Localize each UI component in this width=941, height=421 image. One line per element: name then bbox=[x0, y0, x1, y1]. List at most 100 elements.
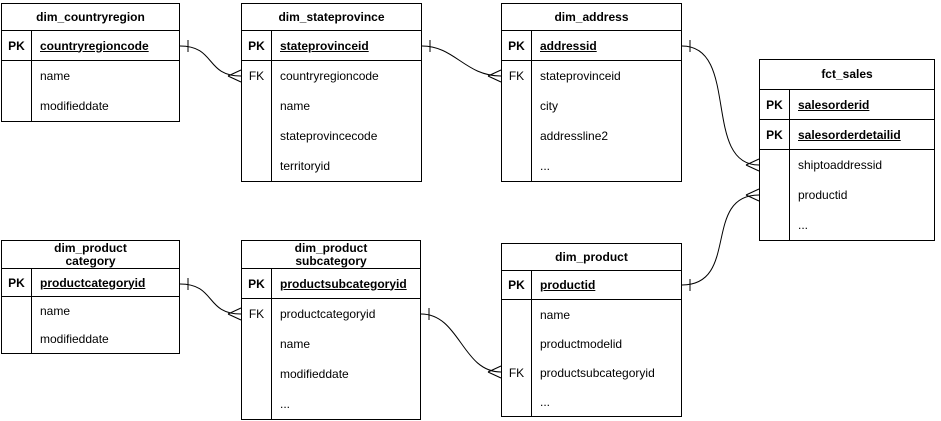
entity-field-row: ... bbox=[502, 387, 681, 416]
entity-field-row: name bbox=[502, 300, 681, 329]
key-type-label: PK bbox=[502, 31, 532, 60]
crow-foot-marker bbox=[745, 188, 760, 202]
field-name: modifieddate bbox=[40, 99, 109, 113]
entity-title: dim_product bbox=[502, 244, 681, 271]
key-type-label bbox=[502, 91, 532, 121]
entity-field-row: FK stateprovinceid bbox=[502, 61, 681, 91]
entity-field-row: modifieddate bbox=[2, 91, 179, 121]
entity-field-row: ... bbox=[242, 389, 420, 419]
entity-field-row: modifieddate bbox=[242, 359, 420, 389]
entity-title: dim_address bbox=[502, 4, 681, 31]
field-name: stateprovinceid bbox=[280, 38, 369, 53]
edge-path bbox=[179, 283, 242, 315]
field-name: shiptoaddressid bbox=[798, 158, 883, 172]
crow-foot-marker bbox=[487, 69, 502, 83]
entity-field-row: name bbox=[2, 61, 179, 91]
entity-title: dim_product subcategory bbox=[242, 241, 420, 269]
edge-productcategory-productsubcategory bbox=[179, 278, 242, 321]
field-name: countryregioncode bbox=[40, 38, 149, 53]
key-type-label bbox=[242, 359, 272, 389]
edge-countryregion-stateprovince bbox=[179, 40, 242, 83]
field-name: city bbox=[540, 99, 558, 113]
field-name: productid bbox=[540, 278, 596, 292]
field-name: addressline2 bbox=[540, 129, 609, 143]
field-name: ... bbox=[540, 394, 551, 409]
field-name: modifieddate bbox=[280, 367, 349, 381]
crow-foot-marker bbox=[745, 158, 760, 172]
key-type-label bbox=[760, 180, 790, 210]
key-type-label: PK bbox=[760, 90, 790, 119]
key-type-label: PK bbox=[242, 269, 272, 298]
field-name: modifieddate bbox=[40, 332, 109, 346]
key-type-label bbox=[2, 91, 32, 121]
key-type-label: PK bbox=[760, 120, 790, 149]
field-name: name bbox=[40, 69, 71, 83]
key-type-label: FK bbox=[242, 61, 272, 91]
key-type-label bbox=[242, 389, 272, 419]
key-type-label bbox=[760, 150, 790, 180]
crow-foot-marker bbox=[227, 69, 242, 83]
entity-title: fct_sales bbox=[760, 60, 934, 90]
edge-path bbox=[421, 45, 502, 77]
edge-path bbox=[681, 45, 760, 166]
entity-field-row: name bbox=[242, 329, 420, 359]
entity-field-row: addressline2 bbox=[502, 121, 681, 151]
key-type-label: FK bbox=[502, 61, 532, 91]
key-type-label bbox=[242, 329, 272, 359]
field-name: stateprovinceid bbox=[540, 69, 621, 83]
edge-path bbox=[420, 313, 502, 373]
entity-field-row: stateprovincecode bbox=[242, 121, 421, 151]
entity-title: dim_countryregion bbox=[2, 4, 179, 31]
key-type-label bbox=[760, 210, 790, 240]
entity-title: dim_stateprovince bbox=[242, 4, 421, 31]
entity-field-row: PK salesorderid bbox=[760, 90, 934, 120]
entity-field-row: ... bbox=[502, 151, 681, 181]
key-type-label: FK bbox=[242, 299, 272, 329]
field-name: productid bbox=[798, 188, 848, 202]
entity-field-row: FK countryregioncode bbox=[242, 61, 421, 91]
edge-product-fctsales bbox=[681, 188, 760, 291]
key-type-label bbox=[502, 387, 532, 416]
field-name: name bbox=[280, 99, 311, 113]
field-name: countryregioncode bbox=[280, 69, 379, 83]
edge-productsubcategory-product bbox=[420, 308, 502, 379]
field-name: productsubcategoryid bbox=[540, 365, 655, 380]
field-name: addressid bbox=[540, 38, 597, 53]
edge-path bbox=[681, 194, 760, 286]
field-name: ... bbox=[798, 218, 809, 232]
field-name: territoryid bbox=[280, 159, 331, 173]
key-type-label bbox=[242, 151, 272, 181]
field-name: name bbox=[280, 337, 311, 351]
key-type-label: PK bbox=[2, 269, 32, 296]
key-type-label bbox=[502, 329, 532, 358]
key-type-label bbox=[502, 121, 532, 151]
key-type-label bbox=[2, 61, 32, 91]
field-name: salesorderid bbox=[798, 97, 870, 112]
key-type-label bbox=[2, 297, 32, 325]
field-name: stateprovincecode bbox=[280, 129, 378, 143]
key-type-label bbox=[502, 151, 532, 181]
field-name: productcategoryid bbox=[280, 307, 376, 321]
entity-field-row: FK productcategoryid bbox=[242, 299, 420, 329]
entity-field-row: PK addressid bbox=[502, 31, 681, 61]
entity-title: dim_product category bbox=[2, 241, 179, 269]
entity-field-row: productid bbox=[760, 180, 934, 210]
field-name: ... bbox=[540, 159, 551, 173]
key-type-label bbox=[502, 300, 532, 329]
key-type-label bbox=[242, 91, 272, 121]
